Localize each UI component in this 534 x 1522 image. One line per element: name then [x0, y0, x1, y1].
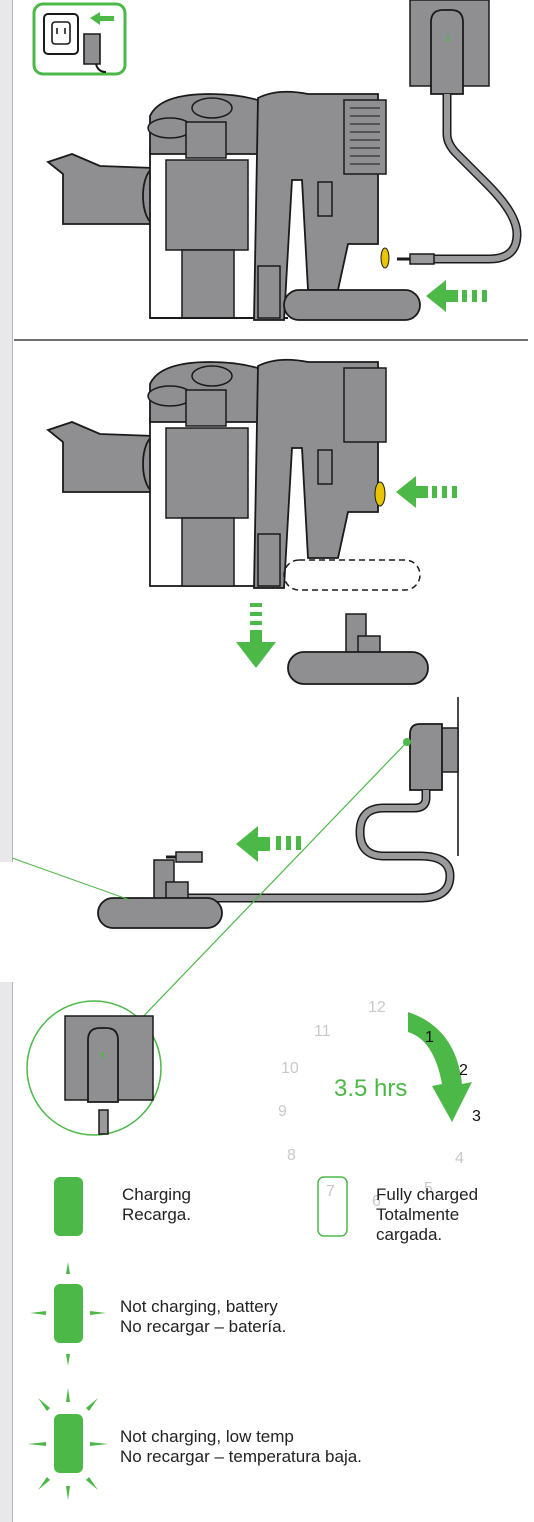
wall-charger-top — [397, 0, 522, 265]
connect-arrow-icon — [236, 826, 301, 862]
legend-fault-temp: Not charging, low temp No recargar – tem… — [120, 1427, 362, 1467]
page-fold-line — [11, 857, 131, 901]
legend-fault-temp-es: No recargar – temperatura baja. — [120, 1447, 362, 1466]
clock-number-4: 4 — [455, 1150, 464, 1167]
clock-number-9: 9 — [278, 1103, 287, 1120]
clock-number-1: 1 — [425, 1029, 434, 1046]
clock-number-7: 7 — [326, 1183, 335, 1200]
legend-fault-temp-en: Not charging, low temp — [120, 1427, 294, 1446]
led-flashing-temp-icon — [28, 1388, 108, 1500]
handheld-vacuum-battery-removal — [46, 358, 421, 591]
clock-number-6: 6 — [372, 1193, 381, 1210]
battery-pack-charging — [97, 859, 223, 929]
plug-socket-icon — [32, 2, 127, 76]
led-flashing-battery-icon — [30, 1262, 106, 1366]
battery-pack-removed — [287, 613, 429, 685]
led-zoom-callout — [26, 1000, 162, 1136]
clock-number-12: 12 — [368, 999, 386, 1016]
legend-charging-en: Charging — [122, 1185, 191, 1204]
handheld-vacuum-charging — [46, 90, 421, 321]
battery-removed-arrow-icon — [236, 603, 276, 668]
legend-fault-battery-en: Not charging, battery — [120, 1297, 278, 1316]
wall-charger-standalone — [166, 697, 459, 903]
legend-charging-es: Recarga. — [122, 1205, 191, 1224]
clock-number-10: 10 — [281, 1060, 299, 1077]
charge-time-arrow-icon — [408, 1012, 472, 1122]
page-edge-strip — [0, 0, 13, 1522]
led-solid-icon — [54, 1177, 83, 1236]
legend-full-es-2: cargada. — [376, 1225, 443, 1244]
legend-charging: Charging Recarga. — [122, 1185, 191, 1225]
clock-number-2: 2 — [459, 1062, 468, 1079]
battery-release-arrow-icon — [396, 476, 457, 508]
clock-number-5: 5 — [424, 1180, 433, 1197]
charger-arrow-icon — [426, 280, 487, 312]
charge-duration: 3.5 hrs — [334, 1075, 408, 1102]
clock-number-8: 8 — [287, 1147, 296, 1164]
page-edge-notch — [0, 862, 14, 982]
legend-fault-battery-es: No recargar – batería. — [120, 1317, 287, 1336]
led-off-icon — [317, 1176, 348, 1237]
legend-fully-charged: Fully charged Totalmente cargada. — [376, 1185, 478, 1245]
zoom-line — [135, 741, 408, 1025]
legend-full-es-1: Totalmente — [376, 1205, 460, 1224]
legend-full-en: Fully charged — [376, 1185, 479, 1204]
legend-fault-battery: Not charging, battery No recargar – bate… — [120, 1297, 286, 1337]
clock-number-3: 3 — [472, 1108, 481, 1125]
clock-number-11: 11 — [314, 1023, 331, 1040]
